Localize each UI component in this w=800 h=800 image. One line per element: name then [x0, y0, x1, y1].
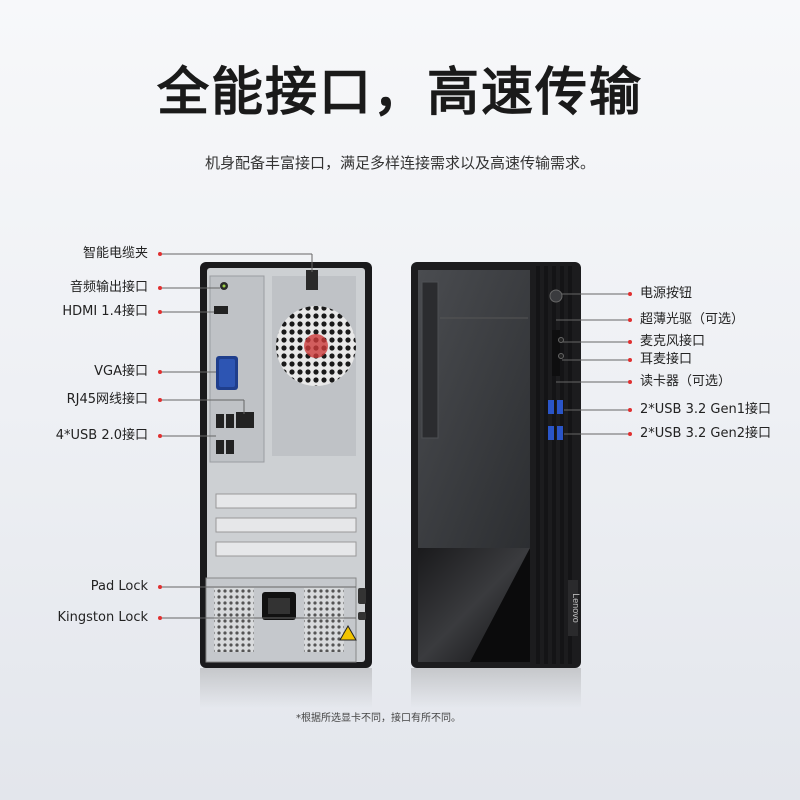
- label-card-reader: 读卡器（可选）: [640, 374, 732, 389]
- label-mic-jack: 麦克风接口: [640, 334, 706, 349]
- label-headset-jack: 耳麦接口: [640, 352, 693, 367]
- label-hdmi: HDMI 1.4接口: [62, 304, 148, 319]
- page-title: 全能接口，高速传输: [156, 63, 643, 123]
- lenovo-logo-text: Lenovo: [571, 593, 581, 623]
- page-subtitle: 机身配备丰富接口，满足多样连接需求以及高速传输需求。: [204, 154, 595, 172]
- label-power-button: 电源按钮: [640, 286, 693, 301]
- label-usb20: 4*USB 2.0接口: [55, 428, 148, 443]
- label-pad-lock: Pad Lock: [90, 579, 148, 594]
- rear-chassis: [200, 262, 372, 668]
- label-audio-out: 音频输出接口: [69, 280, 148, 295]
- label-usb32-gen2: 2*USB 3.2 Gen2接口: [640, 426, 771, 441]
- front-chassis: [411, 262, 581, 668]
- label-usb32-gen1: 2*USB 3.2 Gen1接口: [640, 402, 771, 417]
- footnote: *根据所选显卡不同，接口有所不同。: [296, 713, 461, 724]
- left-callouts: [162, 253, 356, 619]
- lenovo-logo: Lenovo: [568, 580, 581, 636]
- left-callout-dots: [158, 252, 162, 620]
- label-optical-drive: 超薄光驱（可选）: [640, 312, 745, 327]
- label-cable-clip: 智能电缆夹: [82, 246, 148, 261]
- label-vga: VGA接口: [94, 364, 148, 379]
- right-callout-dots: [628, 292, 632, 436]
- label-rj45: RJ45网线接口: [66, 392, 148, 407]
- label-kingston-lock: Kingston Lock: [57, 610, 148, 625]
- right-callouts: [556, 293, 628, 435]
